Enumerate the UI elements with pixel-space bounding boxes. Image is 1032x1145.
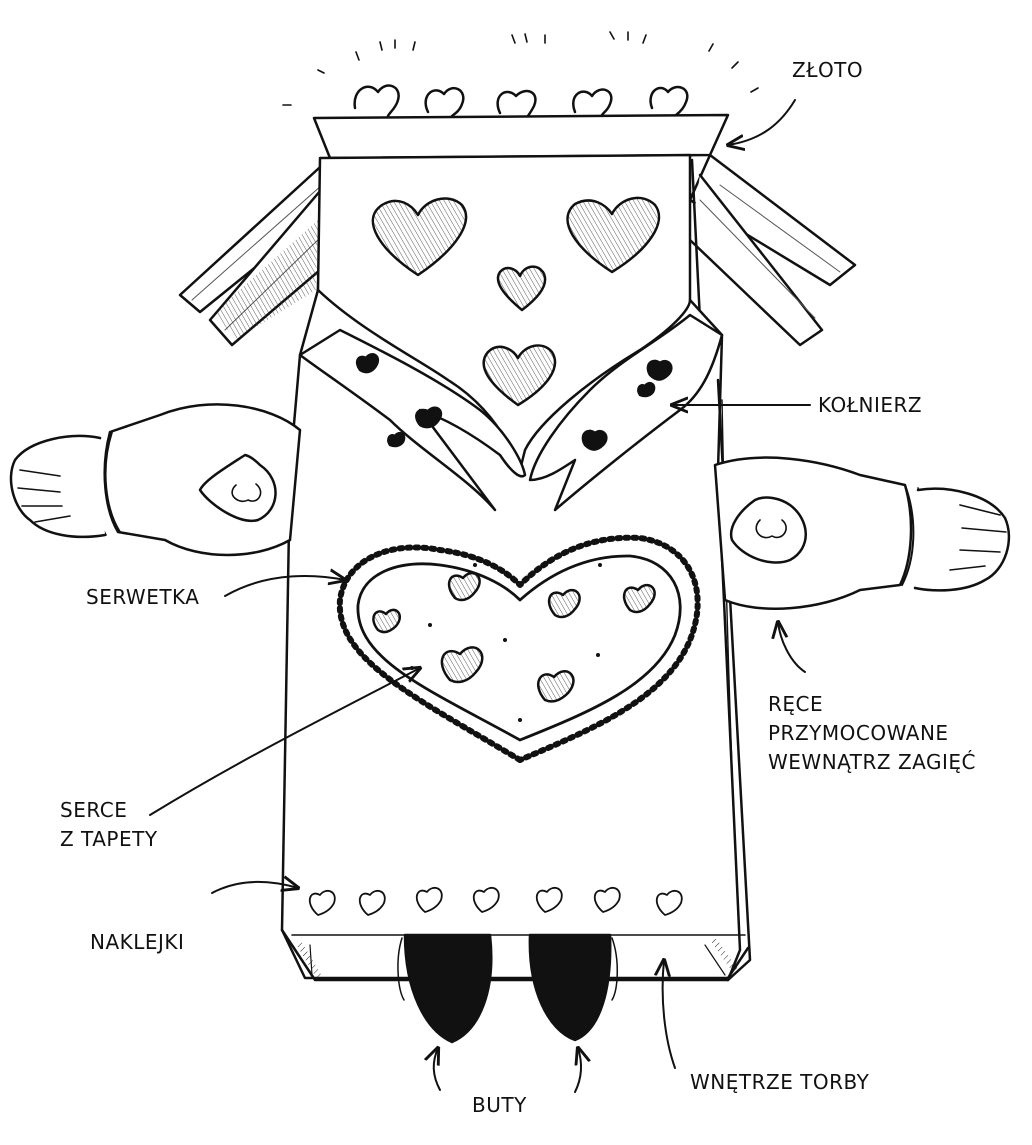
- sparkle-marks: [282, 31, 759, 106]
- label-kolnierz: KOŁNIERZ: [818, 393, 923, 417]
- label-zloto: ZŁOTO: [792, 58, 864, 82]
- annotation-arrows: [149, 99, 811, 1093]
- label-rece-line-3: WEWNĄTRZ ZAGIĘĆ: [768, 750, 976, 774]
- doily-heart: [336, 534, 701, 763]
- label-naklejki: NAKLEJKI: [90, 930, 185, 954]
- face-hearts: [371, 196, 661, 407]
- hair-strips-right: [688, 153, 857, 347]
- collar: [298, 288, 724, 512]
- left-arm: [9, 403, 302, 557]
- label-serce-line-1: SERCE: [60, 798, 128, 822]
- right-arm: [713, 456, 1011, 610]
- label-serwetka: SERWETKA: [86, 585, 200, 609]
- label-buty: BUTY: [472, 1093, 527, 1117]
- label-serce-line-2: Z TAPETY: [60, 827, 158, 851]
- label-rece-line-2: PRZYMOCOWANE: [768, 721, 949, 745]
- label-wnetrze-torby: WNĘTRZE TORBY: [690, 1070, 870, 1094]
- shoes: [397, 933, 619, 1044]
- label-serce: SERCE Z TAPETY: [60, 796, 158, 854]
- label-rece-line-1: RĘCE: [768, 692, 824, 716]
- gold-crown: [312, 84, 730, 160]
- hair-strips-left: [178, 156, 340, 347]
- sticker-hearts: [308, 886, 683, 916]
- label-rece: RĘCE PRZYMOCOWANE WEWNĄTRZ ZAGIĘĆ: [768, 690, 976, 777]
